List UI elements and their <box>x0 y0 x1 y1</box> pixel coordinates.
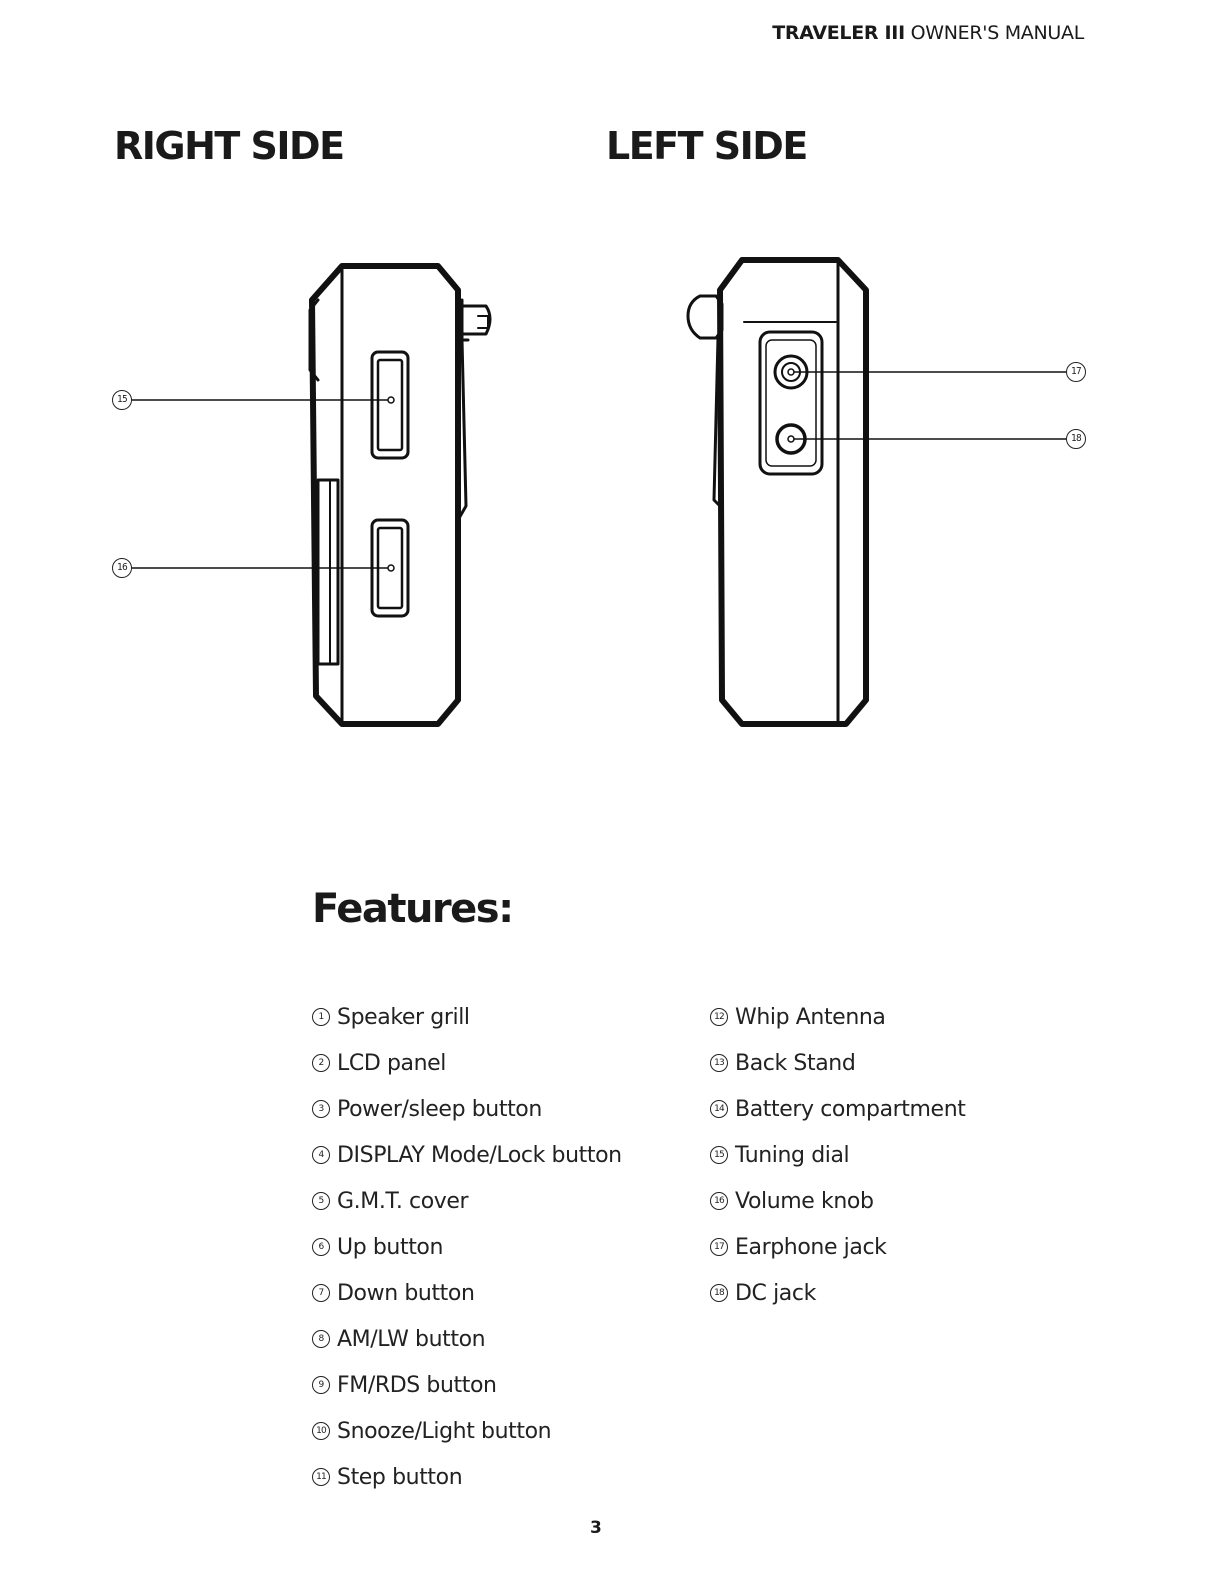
feature-item: 12 Whip Antenna <box>710 994 965 1040</box>
feature-item: 6 Up button <box>312 1224 622 1270</box>
feature-number: 12 <box>710 1008 728 1026</box>
feature-item: 5 G.M.T. cover <box>312 1178 622 1224</box>
feature-number: 8 <box>312 1330 330 1348</box>
callout-17: 17 <box>1066 362 1086 382</box>
feature-label: Up button <box>337 1234 444 1260</box>
feature-item: 11 Step button <box>312 1454 622 1500</box>
callout-16: 16 <box>112 558 132 578</box>
feature-label: Battery compartment <box>735 1096 966 1122</box>
right-side-title: RIGHT SIDE <box>114 124 345 168</box>
header-brand: TRAVELER III <box>772 22 905 44</box>
left-side-body-outline <box>717 257 869 727</box>
feature-item: 18 DC jack <box>710 1270 965 1316</box>
right-side-body-outline <box>309 263 461 727</box>
feature-item: 16 Volume knob <box>710 1178 965 1224</box>
feature-label: FM/RDS button <box>337 1372 497 1398</box>
header-subtitle: OWNER'S MANUAL <box>910 22 1085 44</box>
feature-number: 17 <box>710 1238 728 1256</box>
feature-item: 9 FM/RDS button <box>312 1362 622 1408</box>
feature-label: Volume knob <box>735 1188 874 1214</box>
feature-item: 4 DISPLAY Mode/Lock button <box>312 1132 622 1178</box>
left-side-antenna <box>686 294 724 340</box>
left-side-diagram <box>686 257 1067 727</box>
feature-number: 3 <box>312 1100 330 1118</box>
right-side-antenna <box>460 304 492 336</box>
jack-panel <box>758 330 824 476</box>
feature-number: 5 <box>312 1192 330 1210</box>
callout-15: 15 <box>112 390 132 410</box>
feature-label: G.M.T. cover <box>337 1188 469 1214</box>
feature-number: 10 <box>312 1422 330 1440</box>
feature-label: DISPLAY Mode/Lock button <box>337 1142 622 1168</box>
feature-number: 16 <box>710 1192 728 1210</box>
tuning-dial <box>370 350 410 460</box>
feature-number: 2 <box>312 1054 330 1072</box>
feature-item: 17 Earphone jack <box>710 1224 965 1270</box>
feature-label: Snooze/Light button <box>337 1418 552 1444</box>
feature-label: AM/LW button <box>337 1326 486 1352</box>
feature-number: 11 <box>312 1468 330 1486</box>
callout-18: 18 <box>1066 429 1086 449</box>
feature-label: Whip Antenna <box>735 1004 886 1030</box>
feature-item: 13 Back Stand <box>710 1040 965 1086</box>
left-side-title: LEFT SIDE <box>606 124 808 168</box>
feature-label: Step button <box>337 1464 463 1490</box>
feature-item: 8 AM/LW button <box>312 1316 622 1362</box>
feature-item: 1 Speaker grill <box>312 994 622 1040</box>
right-side-diagram <box>131 263 492 727</box>
feature-item: 10 Snooze/Light button <box>312 1408 622 1454</box>
manual-header: TRAVELER III OWNER'S MANUAL <box>772 22 1084 44</box>
feature-number: 6 <box>312 1238 330 1256</box>
right-side-bulge <box>308 298 320 382</box>
feature-label: Tuning dial <box>735 1142 850 1168</box>
feature-label: Earphone jack <box>735 1234 887 1260</box>
feature-label: DC jack <box>735 1280 816 1306</box>
feature-item: 7 Down button <box>312 1270 622 1316</box>
left-side-antenna-bar <box>712 336 722 508</box>
feature-number: 9 <box>312 1376 330 1394</box>
feature-number: 18 <box>710 1284 728 1302</box>
features-title: Features: <box>312 886 514 932</box>
right-side-antenna-bar <box>456 338 468 522</box>
features-column-1: 1 Speaker grill 2 LCD panel 3 Power/sleep b… <box>312 994 622 1500</box>
feature-number: 1 <box>312 1008 330 1026</box>
feature-item: 3 Power/sleep button <box>312 1086 622 1132</box>
feature-label: Power/sleep button <box>337 1096 542 1122</box>
feature-number: 13 <box>710 1054 728 1072</box>
feature-item: 15 Tuning dial <box>710 1132 965 1178</box>
page-number: 3 <box>590 1518 602 1538</box>
features-column-2: 12 Whip Antenna 13 Back Stand 14 Battery co… <box>710 994 966 1316</box>
feature-number: 4 <box>312 1146 330 1164</box>
feature-label: LCD panel <box>337 1050 446 1076</box>
right-side-stand <box>316 478 340 666</box>
feature-item: 2 LCD panel <box>312 1040 622 1086</box>
feature-label: Down button <box>337 1280 475 1306</box>
feature-item: 14 Battery compartment <box>710 1086 966 1132</box>
feature-label: Speaker grill <box>337 1004 470 1030</box>
feature-label: Back Stand <box>735 1050 856 1076</box>
feature-number: 7 <box>312 1284 330 1302</box>
feature-number: 15 <box>710 1146 728 1164</box>
feature-number: 14 <box>710 1100 728 1118</box>
